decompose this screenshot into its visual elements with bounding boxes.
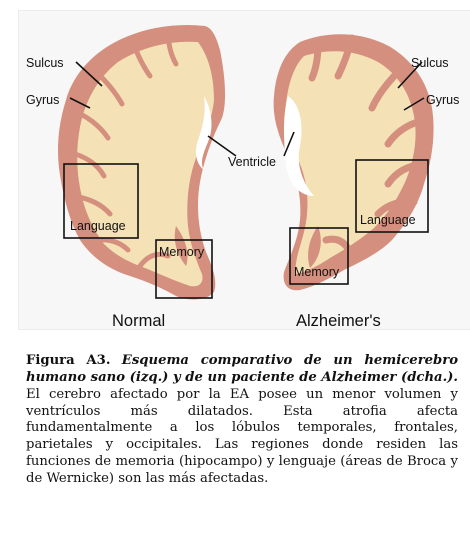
figure-caption: Figura A3. Esquema comparativo de un hem… <box>26 353 458 487</box>
gyrus-label-left: Gyrus <box>26 93 59 107</box>
sulcus-label-left: Sulcus <box>26 56 64 70</box>
caption-label: Figura A3. <box>26 353 110 368</box>
language-label-left: Language <box>70 219 126 233</box>
normal-caption-label: Normal <box>112 312 165 330</box>
sulcus-label-right: Sulcus <box>411 56 449 70</box>
alzheimers-caption-label: Alzheimer's <box>296 312 381 330</box>
brain-comparison-figure: Sulcus Gyrus Sulcus Gyrus Ventricle Lang… <box>0 0 470 330</box>
memory-label-left: Memory <box>159 245 205 259</box>
ventricle-label: Ventricle <box>228 155 276 169</box>
alzheimers-hemisphere <box>274 34 434 290</box>
memory-label-right: Memory <box>294 265 340 279</box>
language-label-right: Language <box>360 213 416 227</box>
caption-body: El cerebro afectado por la EA posee un m… <box>26 387 458 486</box>
gyrus-label-right: Gyrus <box>426 93 459 107</box>
alzheimers-white-matter <box>286 51 416 274</box>
